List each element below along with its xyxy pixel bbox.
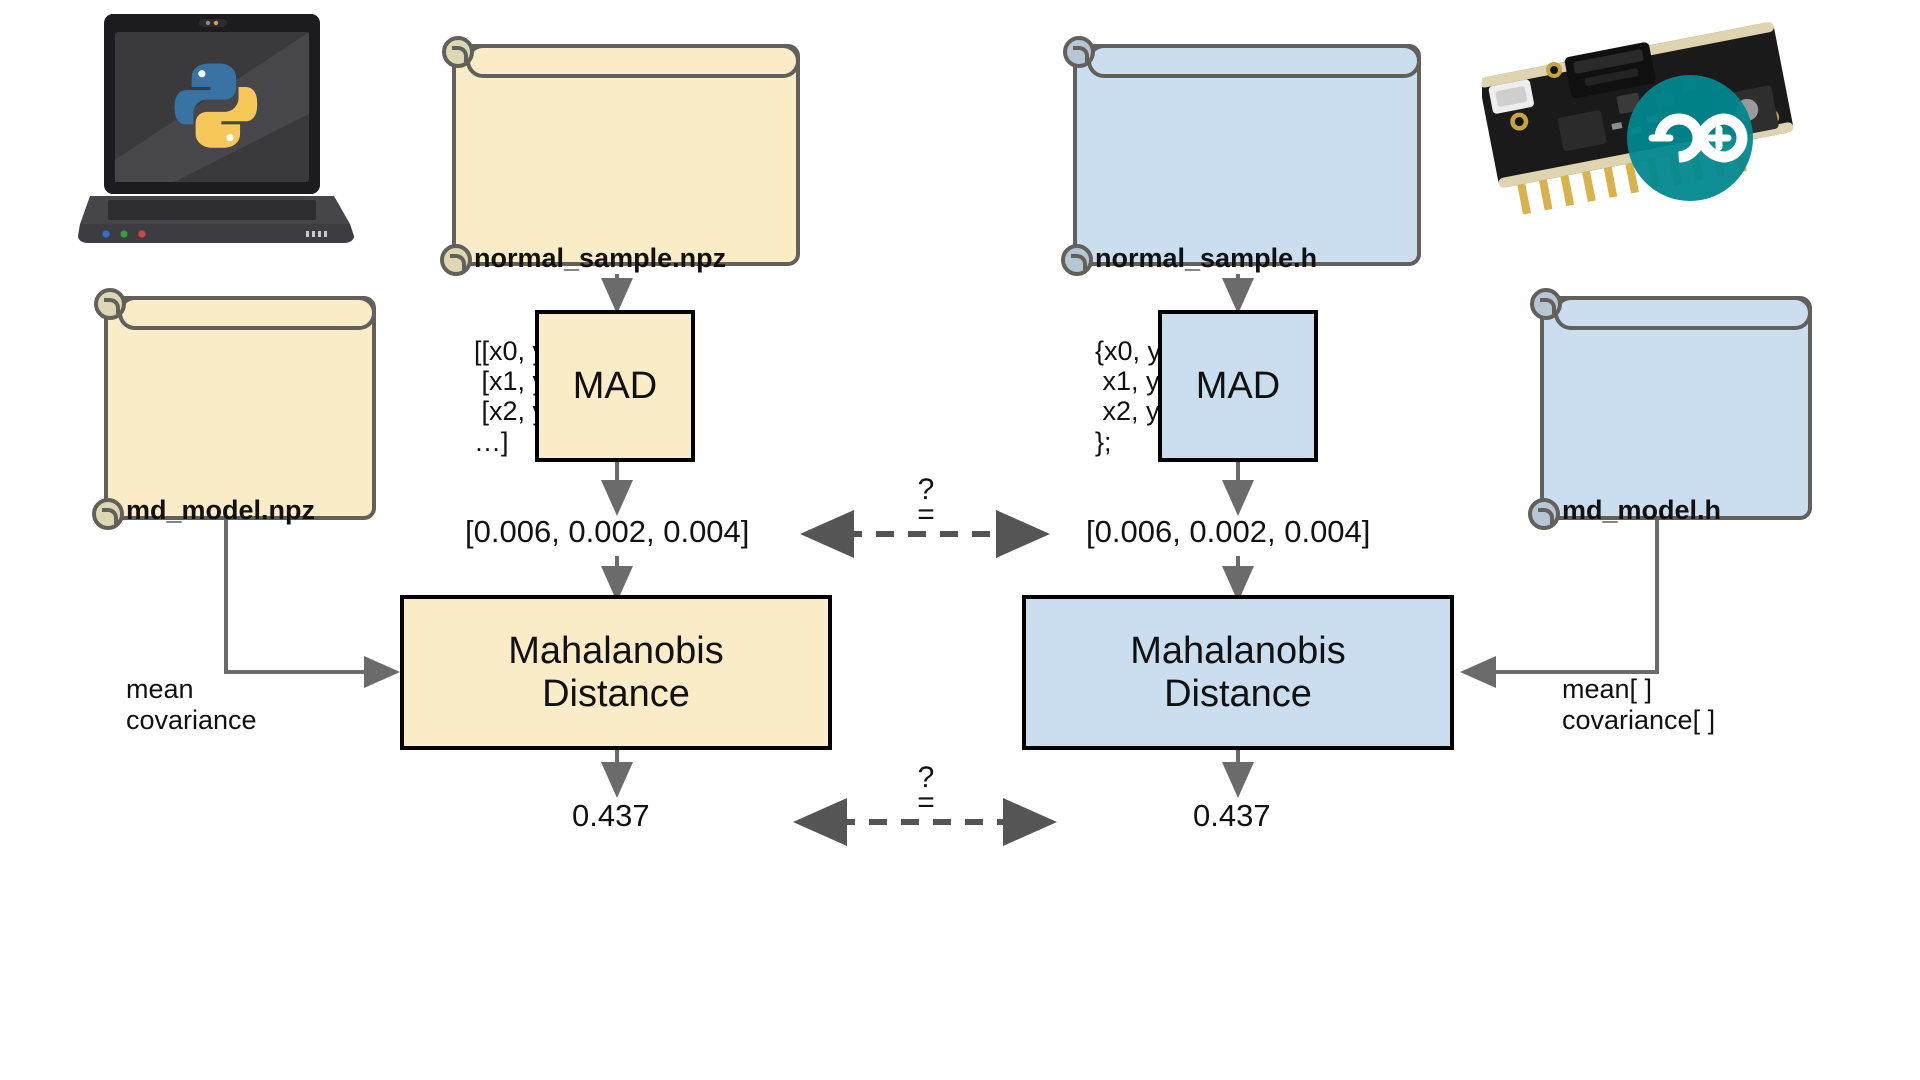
note-normal-sample-npz: normal_sample.npz [[x0, y0, z0], [x1, y1… (440, 36, 800, 457)
note-roll-top (466, 44, 800, 78)
note-title: md_model.npz (126, 495, 316, 526)
note-body: mean[ ] covariance[ ] (1562, 674, 1716, 735)
note-roll-top (1554, 296, 1812, 330)
note-roll-top (118, 296, 376, 330)
process-box-mad-arduino: MAD (1158, 310, 1318, 462)
note-body: mean covariance (126, 674, 257, 735)
value-distance-output-arduino: 0.437 (1193, 798, 1271, 833)
value-distance-output-python: 0.437 (572, 798, 650, 833)
note-spacer (1562, 588, 1790, 614)
note-curl-bottom-left (1061, 244, 1093, 276)
note-normal-sample-h: normal_sample.h {x0, y0, z0, x1, y1, z1,… (1061, 36, 1421, 457)
question-mark: ? (917, 473, 935, 506)
process-box-label-line1: Mahalanobis (508, 629, 724, 672)
note-curl-bottom-left (440, 244, 472, 276)
process-box-label-line1: Mahalanobis (1130, 629, 1346, 672)
process-box-label: MAD (572, 364, 658, 407)
note-curl-bottom-left (1528, 498, 1560, 530)
note-title: md_model.h (1562, 495, 1722, 526)
question-mark: ? (917, 761, 935, 794)
note-curl-top-left (442, 36, 474, 68)
note-title: normal_sample.h (1095, 243, 1318, 274)
process-box-label: MAD (1195, 364, 1281, 407)
process-box-mahalanobis-python: Mahalanobis Distance (400, 595, 832, 750)
equals-sign: = (917, 785, 935, 819)
note-spacer (126, 588, 354, 614)
laptop-python-icon (78, 10, 358, 265)
note-curl-top-left (1063, 36, 1095, 68)
value-mad-output-arduino: [0.006, 0.002, 0.004] (1086, 514, 1371, 549)
note-curl-top-left (1530, 288, 1562, 320)
process-box-mahalanobis-arduino: Mahalanobis Distance (1022, 595, 1454, 750)
note-curl-bottom-left (92, 498, 124, 530)
comparison-marker-distance: ? = (906, 761, 946, 819)
arduino-infinity-logo (1627, 75, 1753, 201)
note-title: normal_sample.npz (474, 243, 727, 274)
comparison-marker-mad: ? = (906, 473, 946, 531)
value-mad-output-python: [0.006, 0.002, 0.004] (465, 514, 750, 549)
note-md-model-npz: md_model.npz mean covariance (92, 288, 376, 735)
process-box-mad-python: MAD (535, 310, 695, 462)
arduino-board-icon (1479, 14, 1804, 244)
process-box-label-line2: Distance (1164, 672, 1312, 715)
note-md-model-h: md_model.h mean[ ] covariance[ ] (1528, 288, 1812, 735)
note-roll-top (1087, 44, 1421, 78)
equals-sign: = (917, 497, 935, 531)
note-curl-top-left (94, 288, 126, 320)
process-box-label-line2: Distance (542, 672, 690, 715)
